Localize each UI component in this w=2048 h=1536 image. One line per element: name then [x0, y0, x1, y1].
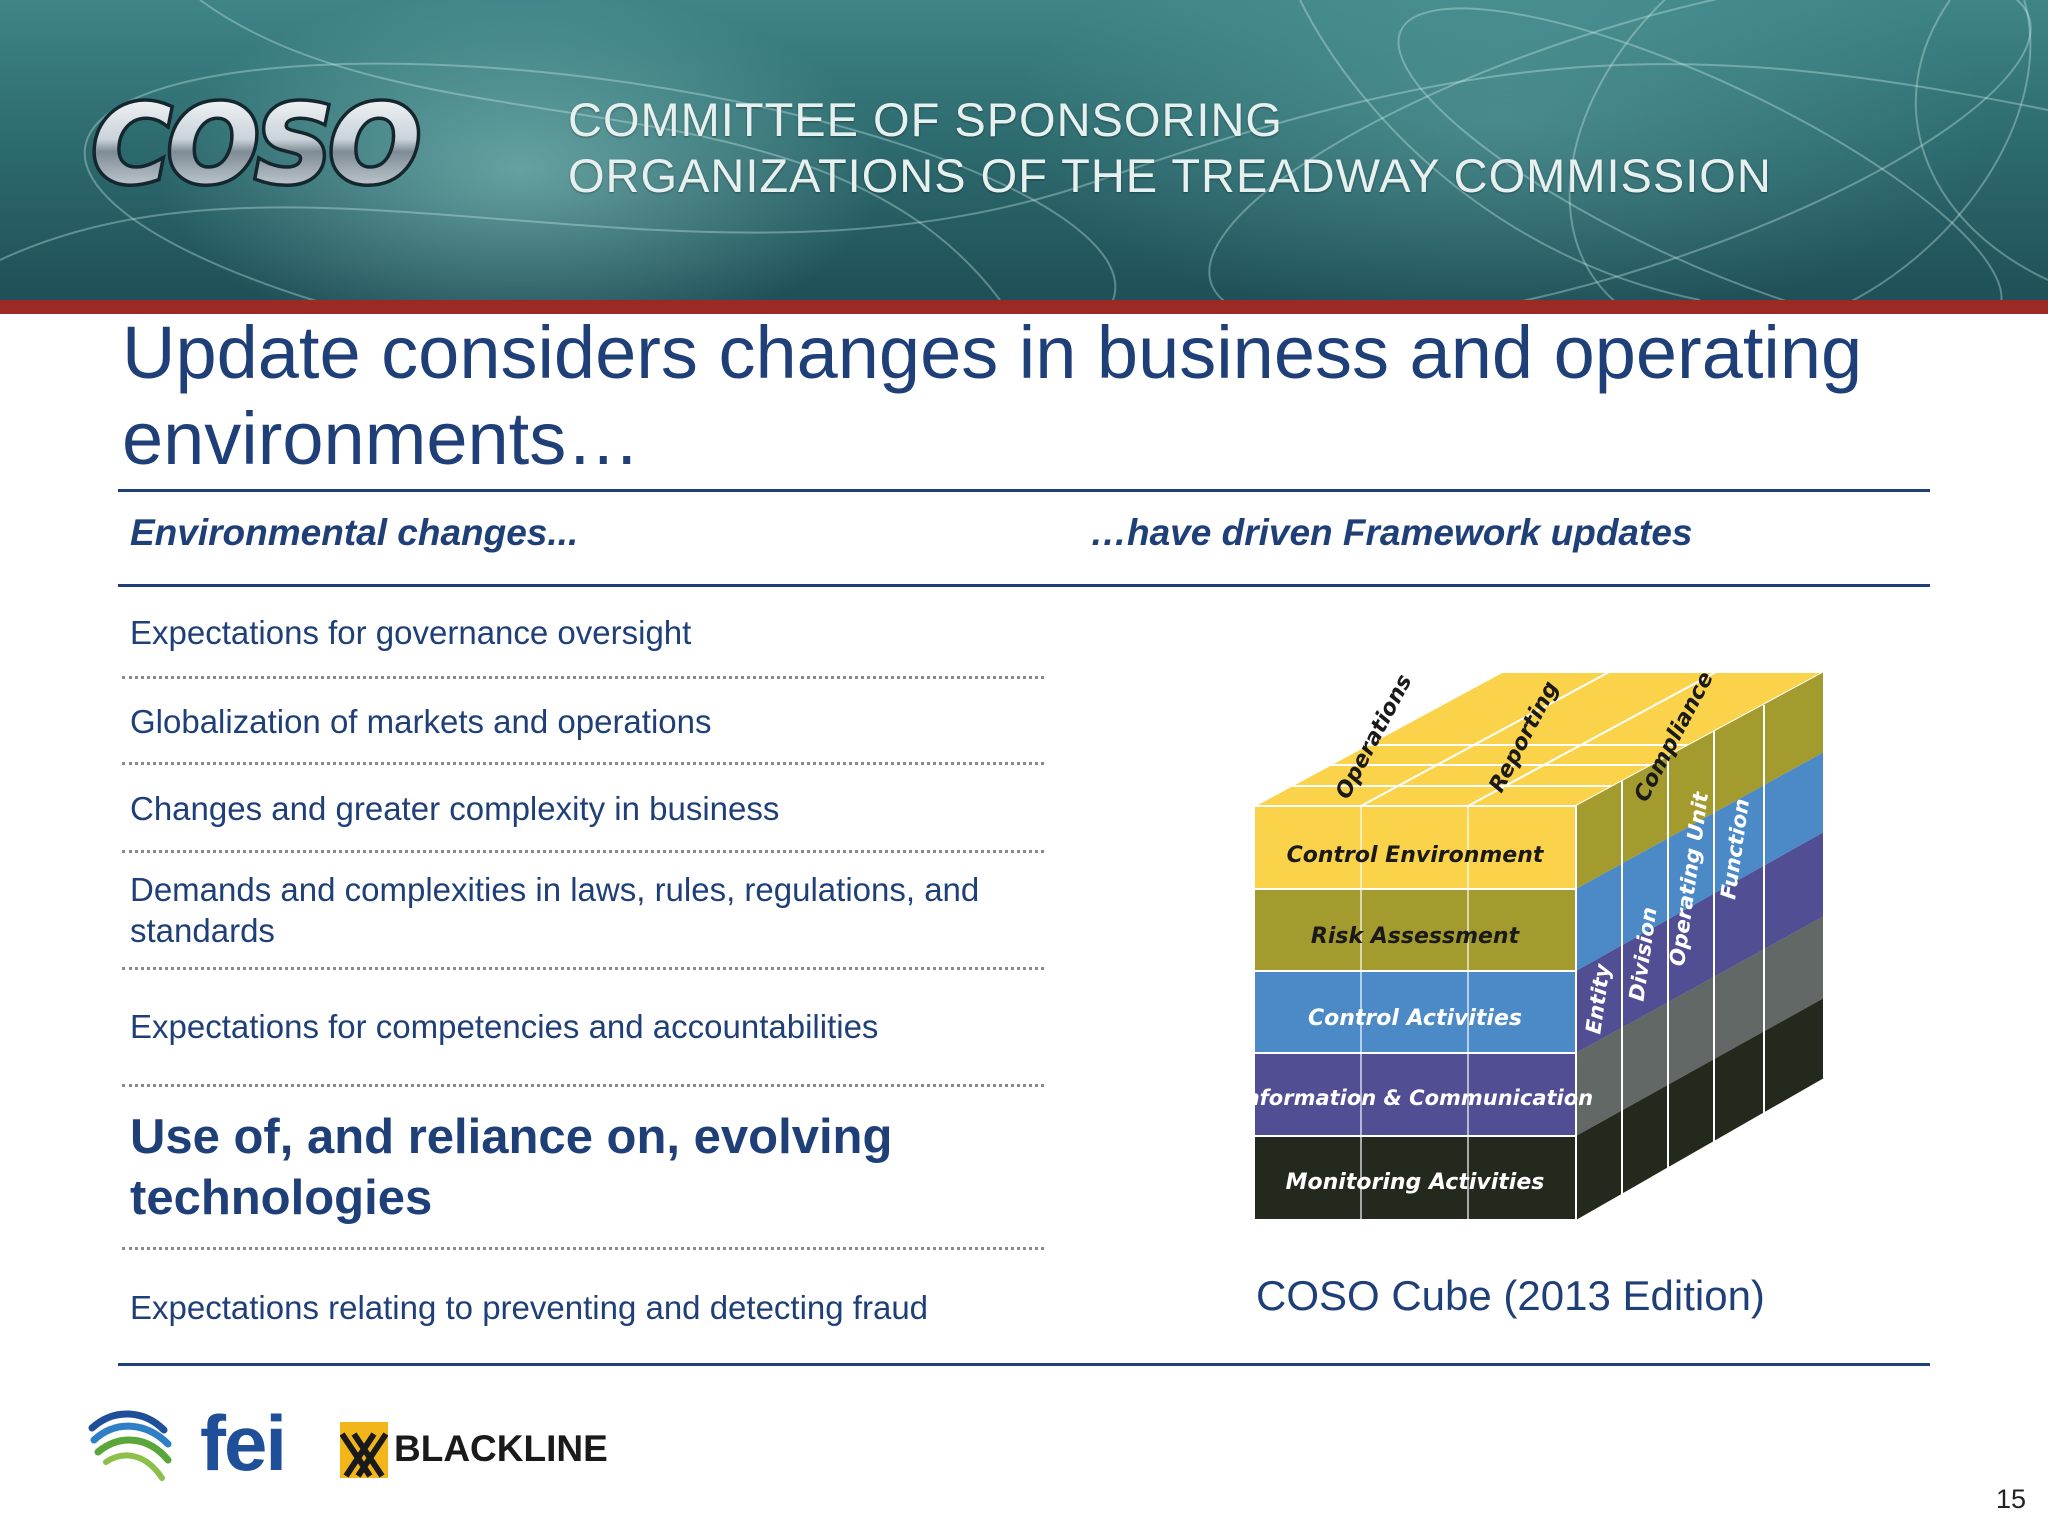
- cube-row-monitoring-activities: [1253, 1135, 1577, 1221]
- list-item-highlighted: Use of, and reliance on, evolving techno…: [130, 1110, 893, 1225]
- coso-logo: COSO: [82, 80, 522, 212]
- list-item: Changes and greater complexity in busine…: [130, 790, 780, 827]
- cube-row-label: Control Environment: [1287, 843, 1545, 868]
- slide-title-line-2: environments…: [122, 397, 641, 480]
- banner-swirl-decoration: [0, 0, 2048, 300]
- coso-cube-diagram: Control Environment Risk Assessment Cont…: [1237, 660, 1880, 1240]
- right-column-header: …have driven Framework updates: [1090, 512, 1693, 553]
- dotted-divider: [122, 676, 1044, 679]
- cube-row-risk-assessment: [1253, 888, 1577, 972]
- cube-side-band: [1576, 832, 1824, 1053]
- cube-row-control-environment: [1253, 805, 1577, 890]
- dotted-divider: [122, 762, 1044, 765]
- dotted-divider: [122, 850, 1044, 853]
- cube-row-control-activities: [1253, 970, 1577, 1054]
- page-number: 15: [1996, 1484, 2027, 1514]
- left-column-header: Environmental changes...: [130, 512, 579, 553]
- list-item: Globalization of markets and operations: [130, 703, 712, 740]
- committee-line-2: ORGANIZATIONS OF THE TREADWAY COMMISSION: [568, 149, 1772, 202]
- slide-title-line-1: Update considers changes in business and…: [122, 311, 1863, 394]
- table-bottom-rule: [118, 1363, 1930, 1366]
- footer-logos: fei BLACKLINE: [84, 1398, 624, 1488]
- cube-row-label: Information & Communication: [1240, 1086, 1593, 1110]
- cube-side-band: [1576, 752, 1824, 971]
- list-item: Expectations relating to preventing and …: [130, 1289, 929, 1326]
- blackline-logo-text: BLACKLINE: [394, 1428, 608, 1469]
- cube-caption: COSO Cube (2013 Edition): [1256, 1272, 1765, 1319]
- dotted-divider: [122, 1084, 1044, 1087]
- slide-title: Update considers changes in business and…: [122, 310, 1952, 482]
- svg-text:COSO: COSO: [92, 92, 417, 200]
- header-bottom-rule: [118, 584, 1930, 587]
- cube-row-label: Monitoring Activities: [1286, 1170, 1545, 1195]
- dotted-divider: [122, 967, 1044, 970]
- list-item: Demands and complexities in laws, rules,…: [130, 871, 980, 949]
- list-item: Expectations for governance oversight: [130, 614, 692, 651]
- cube-side-band: [1576, 672, 1824, 889]
- list-item: Expectations for competencies and accoun…: [130, 1008, 879, 1045]
- committee-line-1: COMMITTEE OF SPONSORING: [568, 93, 1283, 146]
- cube-row-label: Risk Assessment: [1311, 924, 1521, 949]
- blackline-mark-icon: [340, 1422, 388, 1478]
- dotted-divider: [122, 1247, 1044, 1250]
- table-top-rule: [118, 489, 1930, 492]
- cube-side-band: [1576, 998, 1824, 1220]
- fei-swirl-icon: [88, 1410, 172, 1481]
- banner-red-stripe: [0, 300, 2048, 314]
- fei-logo: fei: [200, 1399, 287, 1487]
- header-banner: COSO COMMITTEE OF SPONSORING ORGANIZATIO…: [0, 0, 2048, 300]
- committee-name: COMMITTEE OF SPONSORING ORGANIZATIONS OF…: [568, 92, 1772, 204]
- cube-row-label: Control Activities: [1308, 1006, 1522, 1031]
